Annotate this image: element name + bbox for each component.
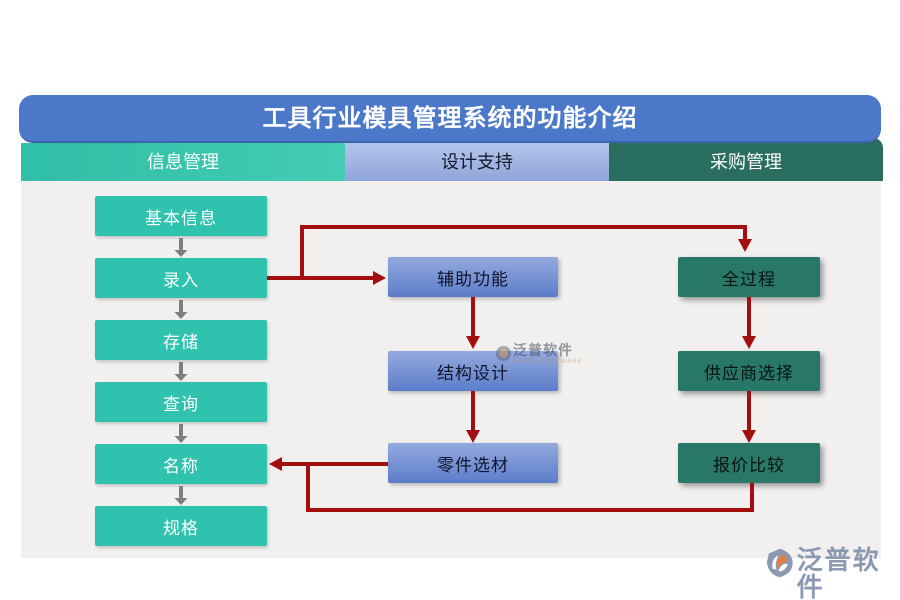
tab-info-label: 信息管理 (147, 152, 219, 172)
page-title: 工具行业模具管理系统的功能介绍 (19, 95, 881, 143)
node-quote-comparison: 报价比较 (678, 443, 820, 483)
footer-logo: 泛普软件 www.fanpusoft.com (765, 547, 900, 600)
node-spec: 规格 (95, 506, 267, 546)
tab-purchase-label: 采购管理 (710, 152, 782, 172)
node-structure-design: 结构设计 (388, 351, 558, 391)
node-name: 名称 (95, 444, 267, 484)
node-supplier-selection: 供应商选择 (678, 351, 820, 391)
node-aux-function: 辅助功能 (388, 257, 558, 297)
tab-design-label: 设计支持 (441, 152, 513, 172)
node-entry: 录入 (95, 258, 267, 298)
footer-brand: 泛普软件 (796, 546, 881, 600)
node-query: 查询 (95, 382, 267, 422)
node-basic-info: 基本信息 (95, 196, 267, 236)
tab-info-management: 信息管理 (21, 143, 345, 181)
tab-design-support: 设计支持 (345, 143, 609, 181)
node-whole-process: 全过程 (678, 257, 820, 297)
node-part-material: 零件选材 (388, 443, 558, 483)
fanpu-logo-icon (766, 548, 793, 578)
node-storage: 存储 (95, 320, 267, 360)
tab-purchase-management: 采购管理 (609, 138, 883, 181)
